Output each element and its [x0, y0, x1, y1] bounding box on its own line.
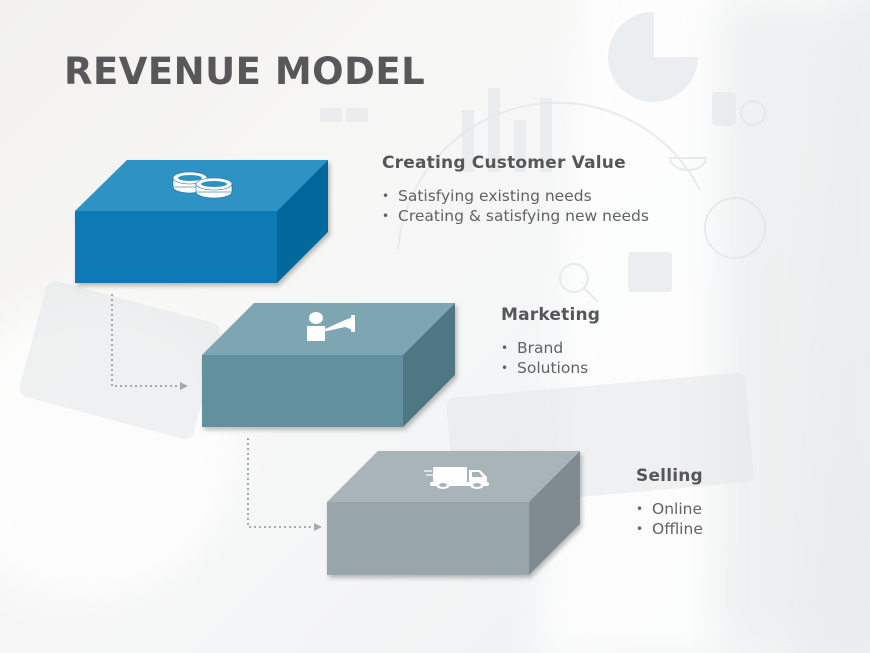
- bullet-glyph: •: [382, 189, 390, 203]
- bullet-glyph: •: [636, 522, 644, 536]
- step-heading: Marketing: [501, 305, 601, 325]
- bullet-item: •Solutions: [501, 359, 589, 377]
- page-title: REVENUE MODEL: [64, 50, 426, 93]
- bullet-item: •Online: [636, 500, 702, 518]
- bullet-glyph: •: [636, 502, 644, 516]
- database-icon: [712, 92, 736, 126]
- bullet-list: •Brand •Solutions: [501, 338, 600, 378]
- step-heading: Selling: [636, 466, 703, 486]
- arrow-head-icon: [180, 382, 188, 390]
- delivery-truck-icon: [424, 467, 489, 489]
- step-text-creating-customer-value: Creating Customer Value •Satisfying exis…: [382, 153, 649, 226]
- bullet-item: •Satisfying existing needs: [382, 187, 592, 205]
- connector-arrow-1-2: [111, 294, 188, 390]
- step-heading: Creating Customer Value: [382, 153, 626, 173]
- bullet-list: •Online •Offline: [636, 499, 703, 539]
- step-text-marketing: Marketing •Brand •Solutions: [501, 305, 600, 378]
- pie-chart-icon: [608, 11, 698, 102]
- arrow-head-icon: [314, 523, 322, 531]
- bullet-glyph: •: [501, 341, 509, 355]
- bullet-item: •Offline: [636, 520, 703, 538]
- bullet-glyph: •: [501, 361, 509, 375]
- connector-arrow-2-3: [247, 438, 322, 531]
- bullet-list: •Satisfying existing needs •Creating & s…: [382, 186, 649, 226]
- bullet-glyph: •: [382, 209, 390, 223]
- bullet-item: •Creating & satisfying new needs: [382, 207, 649, 225]
- step-text-selling: Selling •Online •Offline: [636, 466, 703, 539]
- bullet-item: •Brand: [501, 339, 564, 357]
- megaphone-person-icon: [307, 312, 355, 341]
- question-bubble-icon: [628, 252, 672, 292]
- coins-icon: [172, 171, 233, 199]
